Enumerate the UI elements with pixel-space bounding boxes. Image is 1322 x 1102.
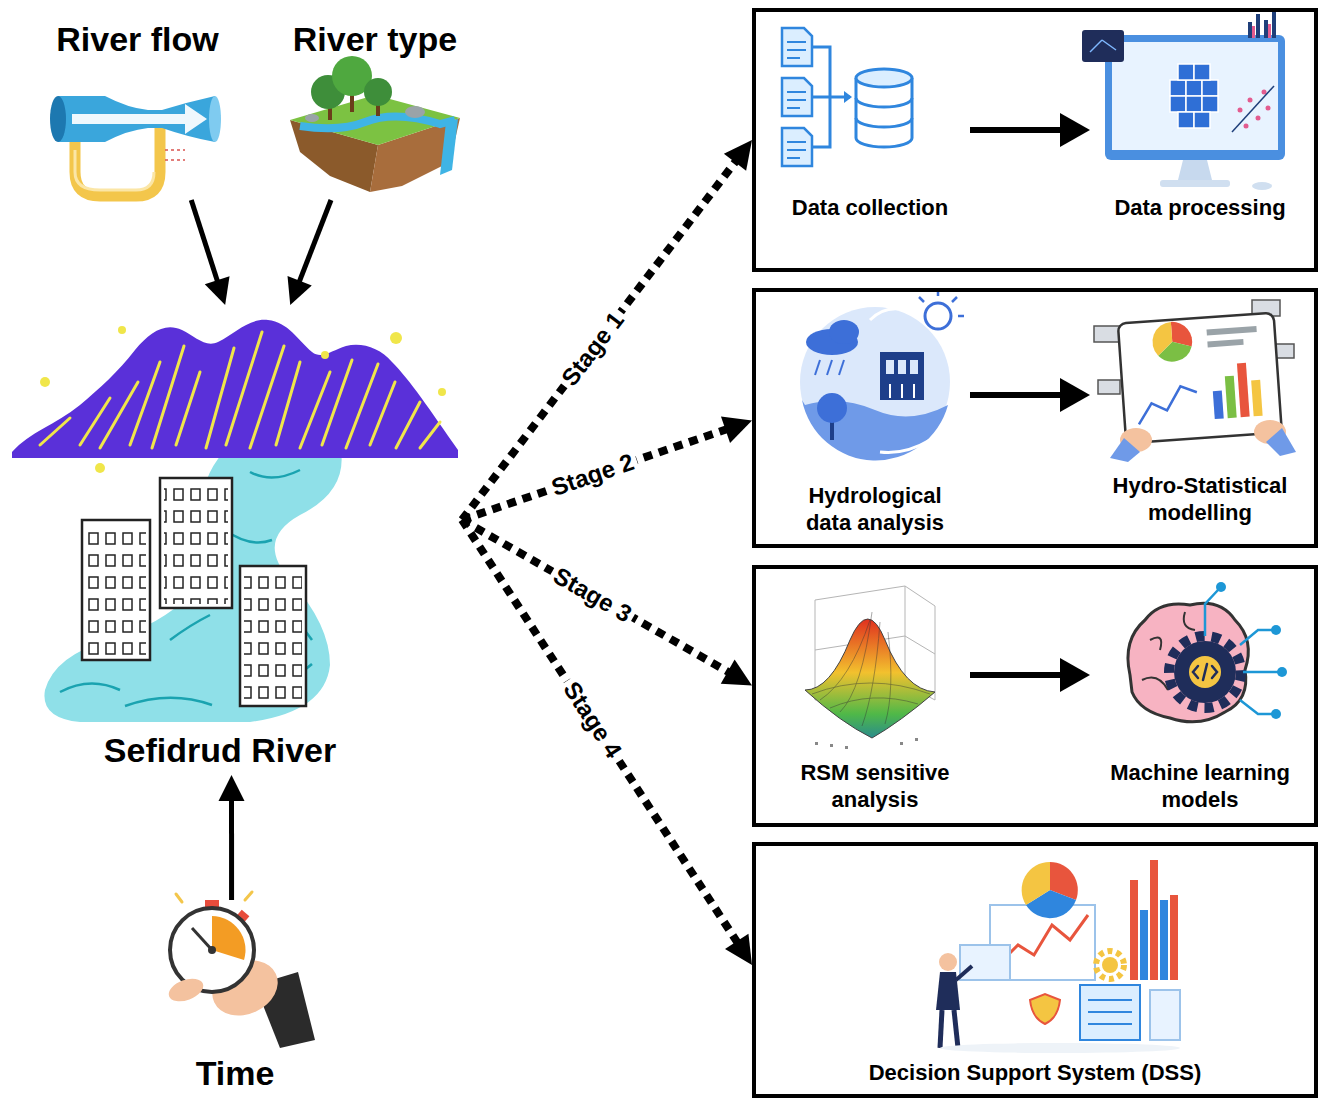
stage-label: Stage 2 [544,447,641,503]
connector-line [462,520,729,673]
node-label: Data collection [792,195,948,221]
connector-line [462,520,738,943]
node-label: Hydro-Statistical modelling [1100,473,1300,526]
step-node: Hydro-Statistical modelling [1090,300,1310,530]
connector [219,775,245,900]
arrow-head [1060,658,1090,692]
stage-label: Stage 4 [555,673,629,766]
stage-panel: RSM sensitive analysis Machine learning m… [752,565,1318,827]
connector-line [970,127,1062,133]
connector [462,416,752,519]
stage-label: Stage 3 [545,559,640,629]
arrow-head [1060,378,1090,412]
connector [462,520,752,686]
arrow-head [724,140,752,171]
river-scene [12,320,458,722]
water-cycle-icon [800,290,964,460]
arrow-head [288,276,312,305]
response-surface-icon [805,586,935,749]
stage-panel: Decision Support System (DSS) [752,842,1318,1098]
connector-line [462,429,727,520]
connector-line [191,200,218,282]
data-collection-icon [782,28,912,166]
node-label: Data processing [1114,195,1285,221]
time-node: Time [150,900,320,1098]
step-node: Machine learning models [1090,577,1310,817]
connector-line [299,200,331,283]
connector [970,113,1090,147]
node-label: Time [196,1053,275,1094]
brain-gear-icon [1128,582,1287,722]
arrow-head [205,276,230,305]
input-node: River flow [30,15,245,200]
connector [462,140,752,520]
river-type-icon [290,56,460,192]
node-label: RSM sensitive analysis [790,760,960,813]
arrow-head [219,775,245,801]
step-node: Data collection [770,20,970,225]
connector [191,200,229,305]
connector-line [462,161,736,520]
node-label: Hydrological data analysis [790,483,960,536]
arrow-head [721,659,752,685]
arrow-head [721,416,752,442]
dss-illustration [936,860,1180,1053]
arrow-head [725,934,752,965]
arrow-head [1060,113,1090,147]
venturi-icon [50,96,221,196]
node-label: Machine learning models [1100,760,1300,813]
stopwatch-icon [166,892,315,1048]
connector [462,520,752,965]
connector [970,658,1090,692]
connector-line [970,392,1062,398]
input-node: River type [275,15,475,200]
connector-line [229,799,234,900]
data-processing-icon [1082,10,1285,190]
stage-panel: Hydrological data analysis Hydro-Statisti… [752,288,1318,548]
connector-line [970,672,1062,678]
connector [288,200,331,305]
node-label: Decision Support System (DSS) [869,1060,1202,1086]
stage-label: Stage 1 [553,303,632,394]
connector [970,378,1090,412]
node-label: River flow [56,19,218,60]
node-label: River type [293,19,457,60]
tablet-chart-icon [1094,300,1296,462]
stage-panel: Data collection Data processing [752,8,1318,272]
river-node: Sefidrud River [10,305,462,775]
step-node: Hydrological data analysis [780,300,970,540]
node-label: Sefidrud River [104,730,336,771]
step-node: RSM sensitive analysis [780,577,970,817]
step-node: Data processing [1090,20,1310,225]
